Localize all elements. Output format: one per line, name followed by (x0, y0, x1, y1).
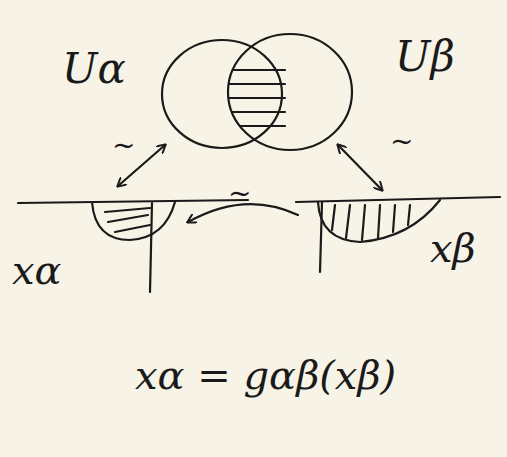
overlap-hatching (226, 70, 285, 126)
axis (150, 203, 152, 292)
transition-equation: xα = gαβ(xβ) (135, 355, 396, 395)
hatching (105, 208, 150, 232)
open-set-alpha (162, 40, 282, 148)
homeomorphism-mark: ~ (228, 180, 251, 208)
homeomorphism-mark: ~ (112, 132, 135, 160)
open-set-beta (228, 34, 352, 150)
set-label: Uβ (395, 36, 455, 78)
chart-image-beta (318, 200, 440, 242)
homeomorphism-mark: ~ (390, 128, 413, 156)
coordinate-label: xβ (430, 228, 476, 268)
hatching (332, 205, 410, 240)
set-label: Uα (62, 48, 126, 90)
coordinate-label: xα (12, 250, 62, 290)
chart-map-arrow (338, 145, 382, 190)
chart-image-alpha (92, 202, 175, 240)
axis (296, 197, 500, 202)
axis (18, 200, 248, 203)
